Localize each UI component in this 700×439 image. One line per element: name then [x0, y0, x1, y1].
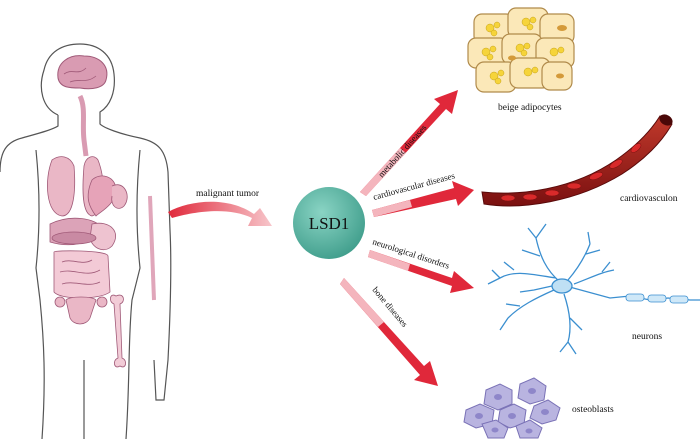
arrow-neurological [368, 250, 474, 293]
human-body-illustration [0, 43, 172, 439]
reproductive-organs-icon [54, 296, 108, 325]
breast-icon [111, 184, 128, 209]
label-cardiovasculon: cardiovasculon [620, 194, 678, 204]
label-osteoblasts: osteoblasts [572, 405, 614, 415]
osteoblasts-icon [463, 377, 561, 439]
label-beige-adipocytes: beige adipocytes [498, 103, 562, 113]
label-neurons: neurons [632, 332, 662, 342]
neuron-icon [487, 223, 700, 355]
beige-adipocytes-icon [467, 7, 575, 93]
brain-icon [57, 55, 108, 90]
blood-vessel-icon [481, 114, 673, 207]
lsd1-label: LSD1 [309, 214, 350, 233]
osteoblast-nuclei-icon [475, 388, 549, 434]
heart-icon [87, 175, 117, 217]
arrow-cardiovascular [372, 181, 474, 217]
bone-icon [110, 195, 156, 368]
intestines-icon [53, 250, 111, 299]
lsd1-node: LSD1 [293, 187, 365, 259]
axon-myelin-icon [625, 293, 689, 304]
neuron-soma-icon [551, 278, 573, 294]
arrow-malignant-tumor [168, 201, 272, 226]
abdominal-organs-icon [49, 217, 117, 251]
label-metabolic-diseases: metabolic diseases [376, 122, 429, 179]
label-malignant-tumor: malignant tumor [196, 189, 260, 199]
trachea-icon [77, 94, 89, 157]
arrow-bone [340, 278, 438, 386]
arrow-metabolic [360, 90, 458, 196]
